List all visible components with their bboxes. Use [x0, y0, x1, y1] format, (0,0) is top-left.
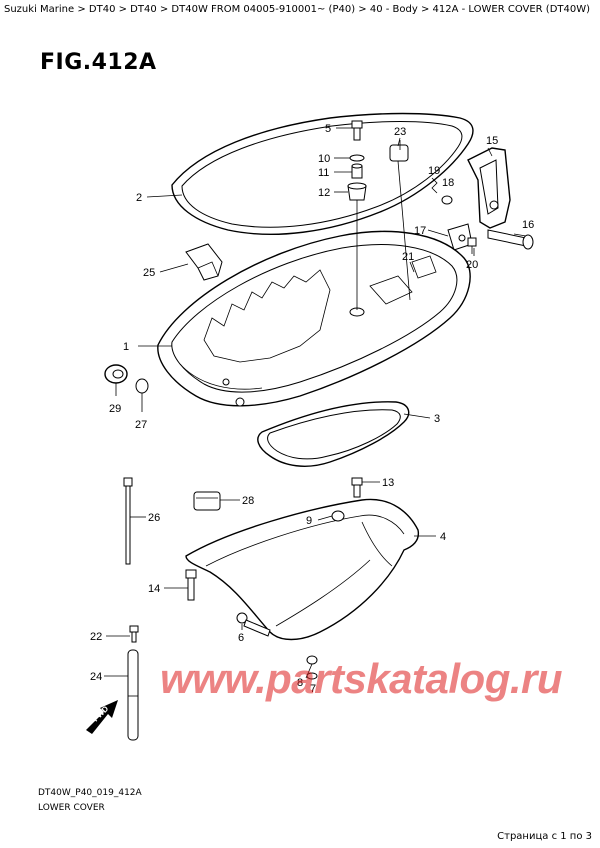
callout-27: 27	[135, 419, 147, 431]
callout-29: 29	[109, 403, 121, 415]
fwd-arrow-icon: FWD	[86, 700, 118, 734]
figure-caption: LOWER COVER	[38, 803, 105, 813]
figure-title: FIG.412A	[40, 50, 157, 75]
callout-7: 7	[310, 683, 316, 695]
part-22-bolt	[129, 625, 139, 643]
part-3-gasket	[257, 401, 410, 467]
callout-25: 25	[143, 267, 155, 279]
part-25-rubber-plug	[185, 243, 223, 281]
callout-10: 10	[318, 153, 330, 165]
callout-18: 18	[442, 177, 454, 189]
part-19-clip	[431, 177, 438, 194]
reference-code: DT40W_P40_019_412A	[38, 788, 142, 798]
breadcrumb[interactable]: Suzuki Marine > DT40 > DT40 > DT40W FROM…	[4, 4, 591, 15]
part-28-cap	[193, 491, 221, 511]
callout-3: 3	[434, 413, 440, 425]
callout-20: 20	[466, 259, 478, 271]
part-23-pin	[389, 140, 409, 162]
part-13-bolt	[351, 477, 363, 498]
callout-12: 12	[318, 187, 330, 199]
part-27-cap	[135, 378, 149, 394]
part-17-bracket-piece	[447, 223, 473, 251]
callout-13: 13	[382, 477, 394, 489]
part-16-pin	[487, 229, 534, 250]
callout-19: 19	[428, 165, 440, 177]
callout-22: 22	[90, 631, 102, 643]
callout-5: 5	[325, 123, 331, 135]
callout-11: 11	[318, 167, 329, 179]
page-indicator: Страница с 1 по 3	[497, 831, 592, 842]
part-4-lower-cover-plate	[185, 498, 420, 641]
part-11-collar	[351, 163, 363, 179]
callout-28: 28	[242, 495, 254, 507]
part-20-bolt	[467, 237, 477, 254]
part-15-bracket	[467, 147, 511, 229]
leader-lines	[104, 127, 527, 679]
callout-2: 2	[136, 192, 142, 204]
part-26-rod	[123, 477, 133, 565]
callout-9: 9	[306, 515, 312, 527]
callout-24: 24	[90, 671, 102, 683]
callout-15: 15	[486, 135, 498, 147]
part-5-bolt	[351, 120, 363, 141]
part-6-bolt	[236, 612, 271, 637]
callout-8: 8	[297, 677, 303, 689]
part-29-grommet	[104, 364, 128, 384]
callout-4: 4	[440, 531, 446, 543]
callout-1: 1	[123, 341, 129, 353]
part-10-washer	[349, 154, 365, 162]
part-24-tube	[127, 649, 139, 741]
part-18-washer	[441, 195, 453, 205]
callout-23: 23	[394, 126, 406, 138]
part-12-grommet	[347, 182, 367, 201]
callout-17: 17	[414, 225, 426, 237]
callout-26: 26	[148, 512, 160, 524]
callout-14: 14	[148, 583, 160, 595]
part-14-bolt	[185, 569, 197, 601]
callout-6: 6	[238, 632, 244, 644]
part-1-lower-cover	[157, 230, 471, 407]
callout-21: 21	[402, 251, 414, 263]
watermark: www.partskatalog.ru	[160, 655, 563, 702]
callout-16: 16	[522, 219, 534, 231]
